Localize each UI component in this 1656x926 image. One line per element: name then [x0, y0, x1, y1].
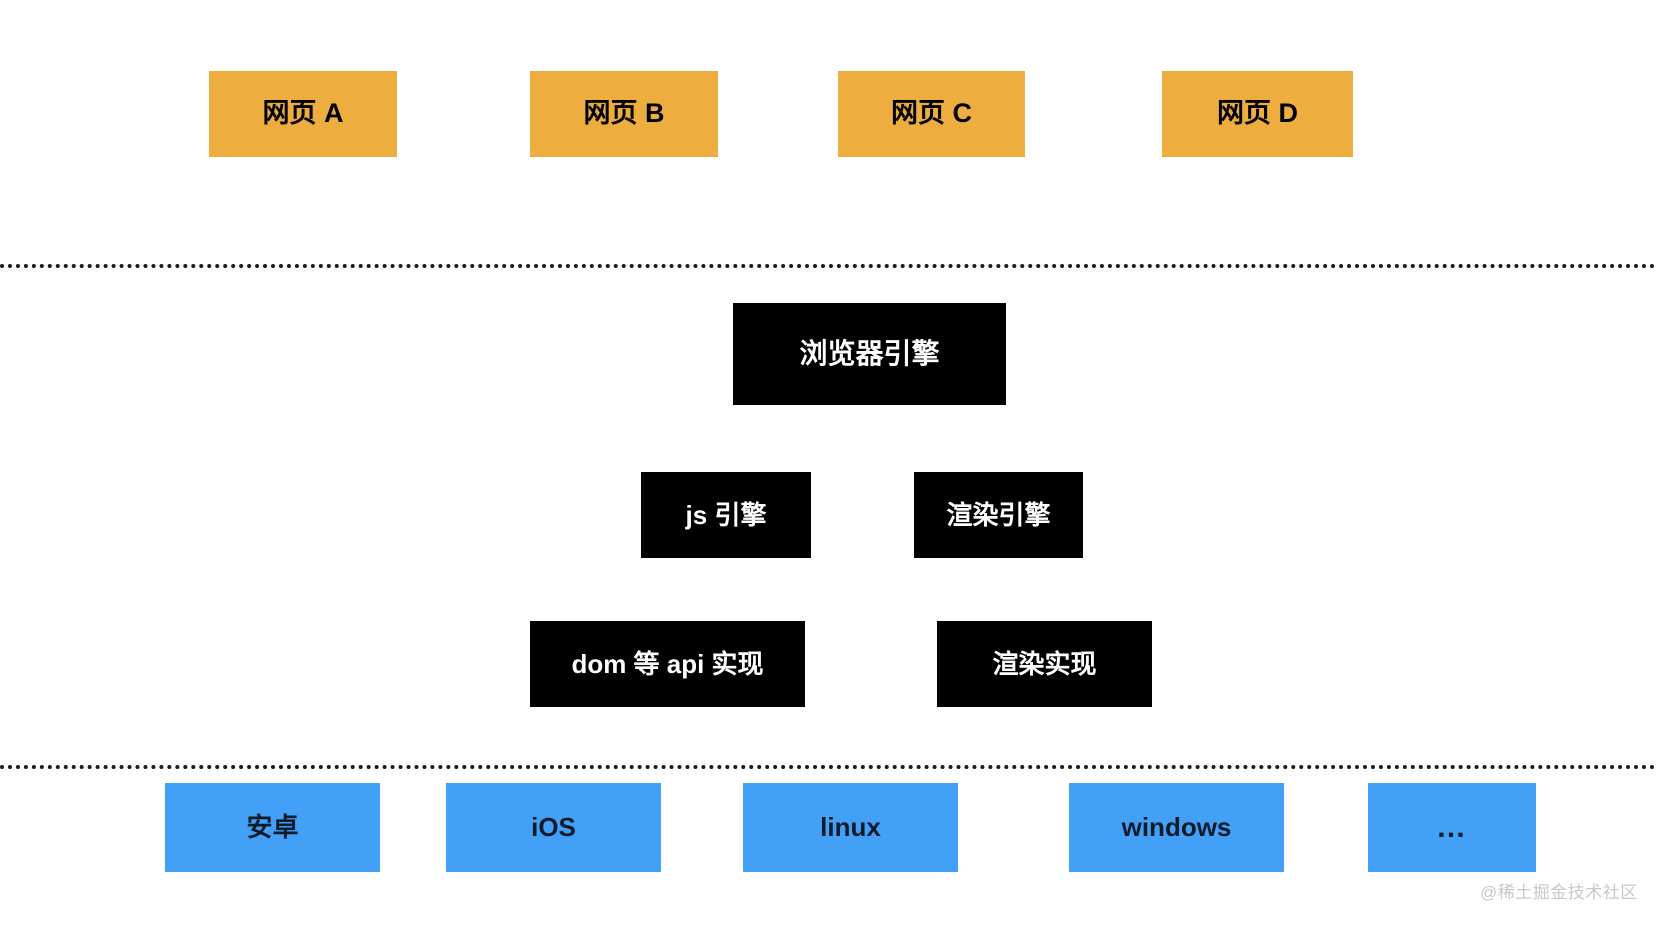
node-label: 网页 C	[891, 98, 972, 129]
node-label: js 引擎	[685, 499, 767, 530]
node-os-windows: windows	[1069, 783, 1284, 872]
node-label: linux	[820, 812, 881, 843]
node-label: windows	[1121, 812, 1232, 843]
node-js-engine: js 引擎	[641, 472, 811, 558]
node-render-impl: 渲染实现	[937, 621, 1152, 707]
node-webpage-c: 网页 C	[838, 71, 1025, 157]
node-webpage-d: 网页 D	[1162, 71, 1353, 157]
layer-divider-top	[0, 264, 1656, 268]
node-label: …	[1436, 811, 1468, 844]
node-os-android: 安卓	[165, 783, 380, 872]
watermark: @稀土掘金技术社区	[1480, 883, 1638, 902]
node-label: 渲染实现	[992, 648, 1097, 679]
node-label: dom 等 api 实现	[571, 648, 764, 679]
node-os-linux: linux	[743, 783, 958, 872]
node-label: 网页 D	[1217, 98, 1298, 129]
node-label: 安卓	[246, 812, 299, 843]
node-browser-engine: 浏览器引擎	[733, 303, 1006, 405]
node-webpage-b: 网页 B	[530, 71, 718, 157]
layer-divider-bottom	[0, 765, 1656, 769]
node-dom-api-impl: dom 等 api 实现	[530, 621, 805, 707]
node-os-more: …	[1368, 783, 1536, 872]
node-label: iOS	[531, 812, 576, 843]
node-render-engine: 渲染引擎	[914, 472, 1083, 558]
node-label: 网页 B	[583, 98, 665, 129]
node-os-ios: iOS	[446, 783, 661, 872]
node-webpage-a: 网页 A	[209, 71, 397, 157]
node-label: 渲染引擎	[946, 499, 1051, 530]
node-label: 浏览器引擎	[799, 337, 940, 369]
node-label: 网页 A	[262, 98, 344, 129]
